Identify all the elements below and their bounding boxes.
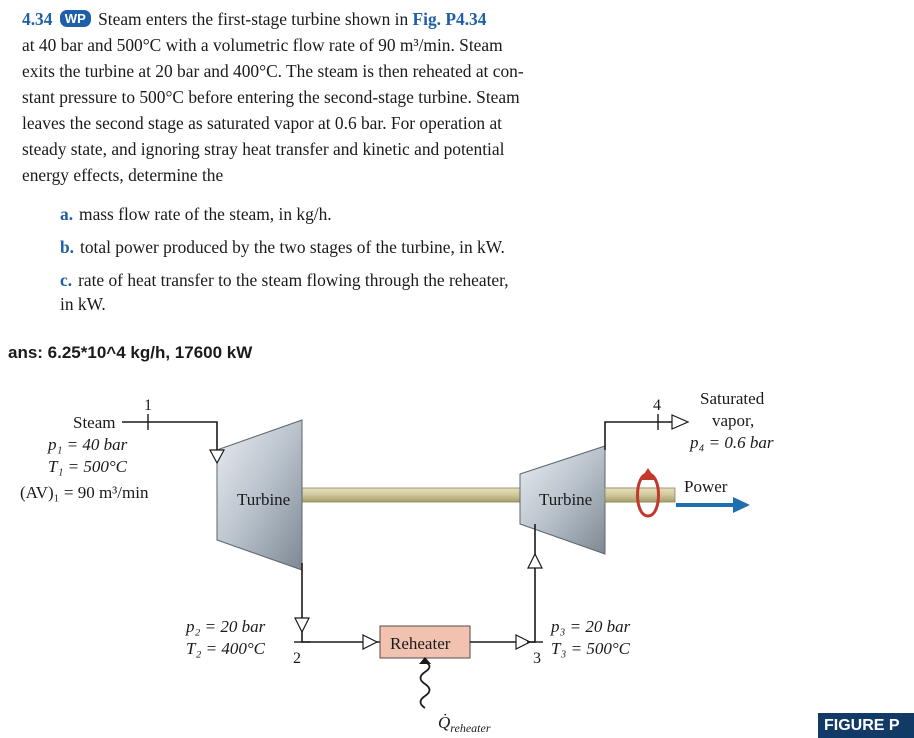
part-b-text: total power produced by the two stages o… (80, 237, 505, 257)
problem-line-5: leaves the second stage as saturated vap… (22, 113, 503, 133)
state-2-number: 2 (293, 650, 301, 667)
problem-line-3: exits the turbine at 20 bar and 400°C. T… (22, 61, 524, 81)
q-reheater-symbol: Q̇reheater (438, 713, 491, 735)
av1-label: (AV)₁ = 90 m³/min (20, 483, 149, 502)
state-1-number: 1 (144, 397, 152, 414)
state-4-number: 4 (653, 397, 661, 414)
part-a-label: a. (60, 204, 74, 224)
part-b-label: b. (60, 237, 75, 257)
exit-arrow (671, 414, 690, 430)
part-c-label: c. (60, 270, 73, 290)
heat-input-wavy-arrow (419, 661, 431, 709)
saturated-label: Saturated (700, 389, 765, 408)
reheater-inlet-arrow (362, 634, 379, 650)
problem-line-1: 4.34 WP Steam enters the first-stage tur… (22, 6, 622, 32)
p2-label: p₂ = 20 bar (185, 617, 266, 636)
reheater-label: Reheater (390, 634, 451, 653)
part-a: a.mass flow rate of the steam, in kg/h. (60, 202, 620, 226)
part-c-text-2: in kW. (60, 294, 106, 314)
answer-text: ans: 6.25*10^4 kg/h, 17600 kW (8, 343, 253, 362)
pipe-turbine1-reheater (301, 563, 380, 643)
part-c-text: rate of heat transfer to the steam flowi… (78, 270, 509, 290)
pipe-reheater-turbine2 (470, 524, 536, 643)
t2-label: T₂ = 400°C (186, 639, 266, 658)
heat-input-arrowhead (419, 657, 431, 664)
problem-statement: 4.34 WP Steam enters the first-stage tur… (22, 6, 622, 188)
turbine2-inlet-arrow (527, 552, 543, 569)
part-a-text: mass flow rate of the steam, in kg/h. (79, 204, 332, 224)
power-label: Power (684, 477, 728, 496)
inlet-pipe (122, 421, 218, 450)
turbine-figure: Turbine Turbine 1 Steam p₁ = 40 bar T₁ =… (20, 389, 774, 735)
problem-number: 4.34 (22, 9, 53, 29)
problem-line-2: at 40 bar and 500°C with a volumetric fl… (22, 35, 503, 55)
problem-line-4: stant pressure to 500°C before entering … (22, 87, 520, 107)
part-c: c.rate of heat transfer to the steam flo… (60, 268, 620, 316)
exit-pipe (604, 421, 680, 450)
turbine-2 (519, 445, 606, 555)
rotation-icon (636, 472, 660, 518)
p4-label: p₄ = 0.6 bar (689, 433, 774, 452)
power-arrow-icon (733, 497, 750, 513)
problem-line-6: steady state, and ignoring stray heat tr… (22, 139, 505, 159)
t3-label: T₃ = 500°C (551, 639, 631, 658)
inlet-arrow (208, 449, 226, 465)
part-b: b.total power produced by the two stages… (60, 235, 620, 259)
turbine-1-label: Turbine (237, 490, 290, 509)
problem-intro: Steam enters the first-stage turbine sho… (98, 9, 409, 29)
vapor-label: vapor, (712, 411, 754, 430)
state-3-number: 3 (533, 650, 541, 667)
p3-label: p₃ = 20 bar (550, 617, 631, 636)
t1-label: T₁ = 500°C (48, 457, 128, 476)
figure-tag: FIGURE P (818, 713, 914, 738)
steam-label: Steam (73, 413, 116, 432)
figure-reference: Fig. P4.34 (412, 9, 487, 29)
shaft-extension (604, 487, 676, 503)
turbine1-exit-arrow (294, 617, 310, 634)
turbine-2-label: Turbine (539, 490, 592, 509)
rotation-arrowhead-icon (640, 468, 656, 480)
wp-badge: WP (59, 10, 91, 27)
problem-line-7: energy effects, determine the (22, 165, 224, 185)
reheater-exit-arrow (515, 634, 532, 650)
p1-label: p₁ = 40 bar (47, 435, 128, 454)
